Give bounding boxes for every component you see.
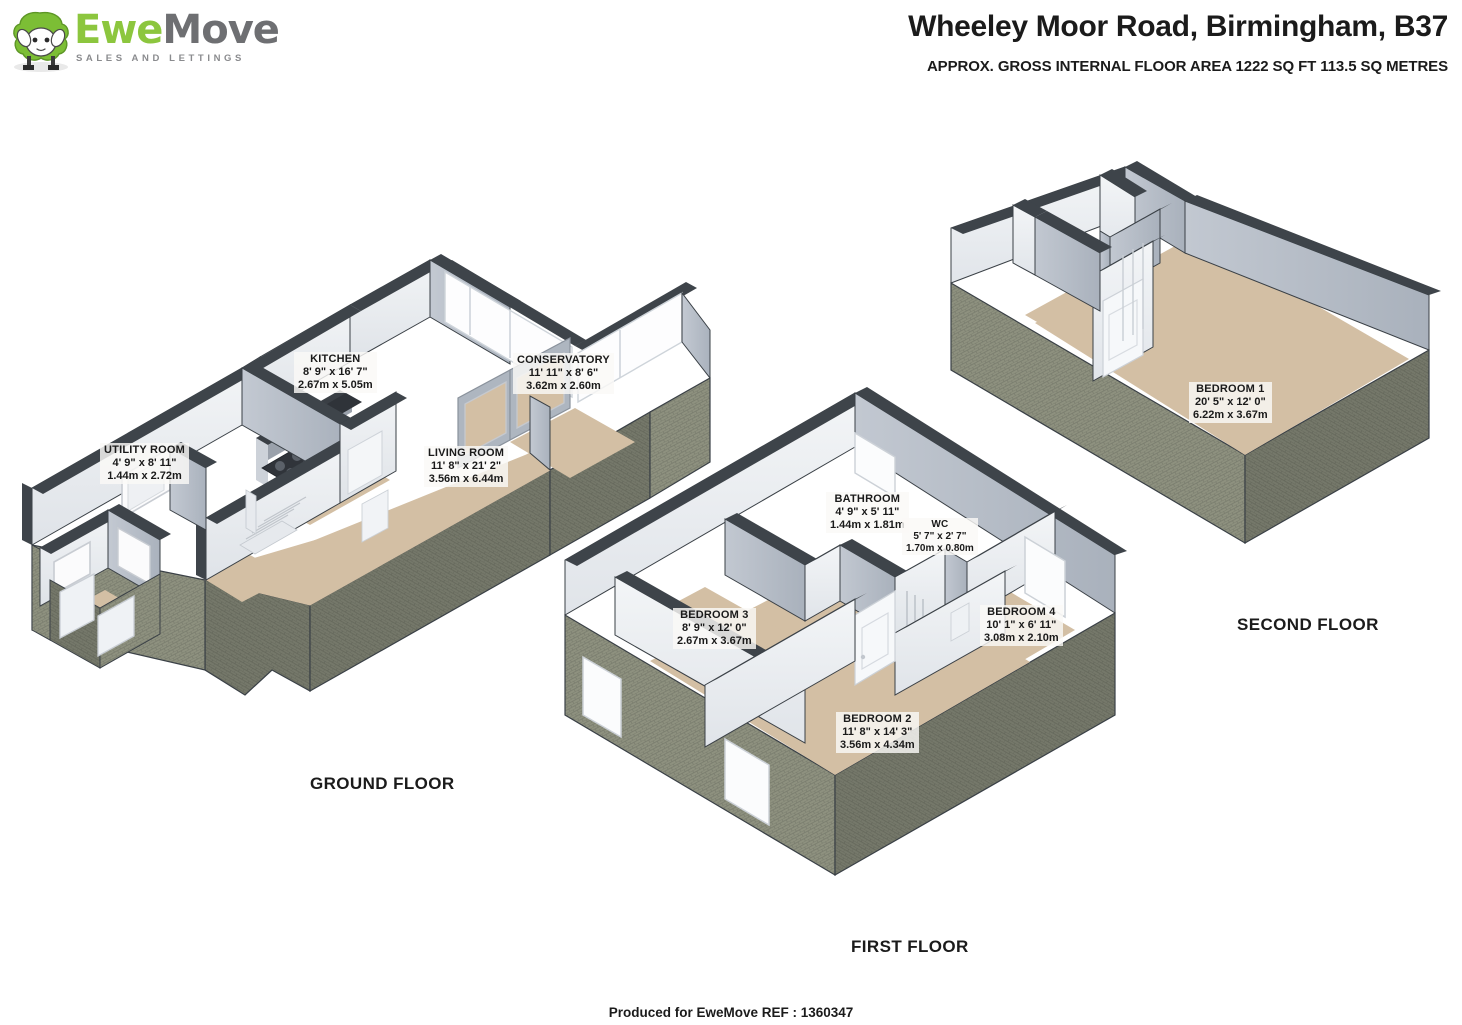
page-title: Wheeley Moor Road, Birmingham, B37	[908, 10, 1448, 43]
logo-move-text: Move	[162, 7, 279, 53]
logo-wordmark: EweMove SALES AND LETTINGS	[74, 7, 280, 64]
second-floor-plan	[950, 161, 1441, 545]
ewemove-logo: EweMove SALES AND LETTINGS	[8, 6, 280, 78]
footer-credit: Produced for EweMove REF : 1360347	[608, 1005, 854, 1020]
sheep-icon	[13, 11, 69, 72]
logo-ewe-text: Ewe	[74, 7, 163, 53]
second-floor-geometry	[950, 161, 1441, 545]
first-floor-caption: FIRST FLOOR	[851, 937, 969, 956]
second-floor-caption: SECOND FLOOR	[1237, 615, 1379, 634]
logo-tagline: SALES AND LETTINGS	[76, 53, 245, 64]
ground-floor-caption: GROUND FLOOR	[310, 774, 455, 793]
stairs-ground	[239, 496, 307, 555]
page-subtitle: APPROX. GROSS INTERNAL FLOOR AREA 1222 S…	[926, 58, 1448, 75]
